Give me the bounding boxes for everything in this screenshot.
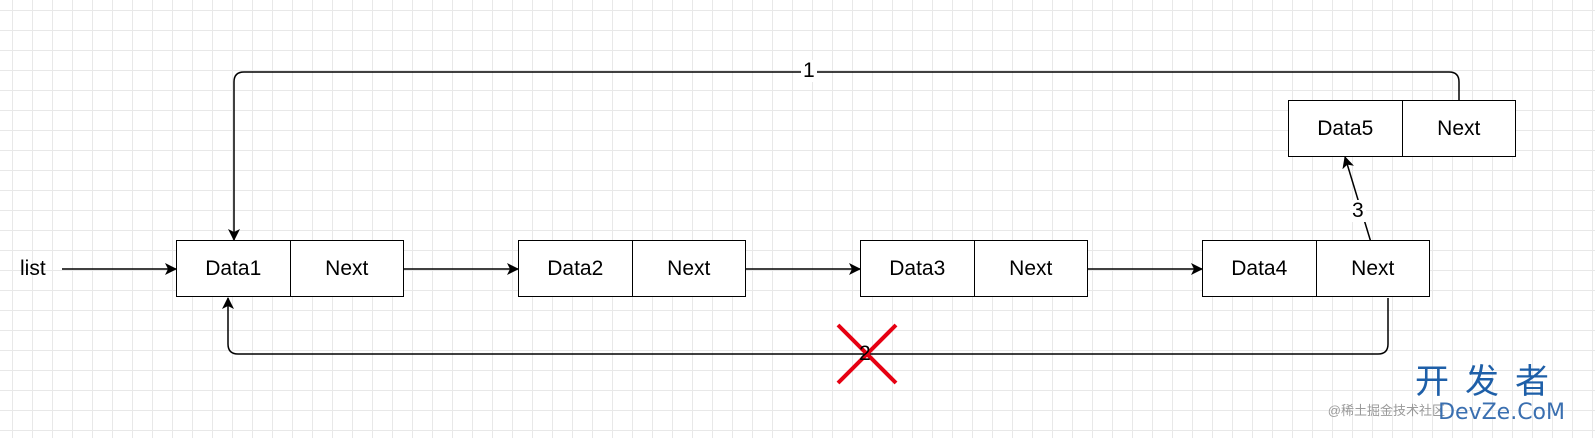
node-data-cell: Data5: [1289, 101, 1403, 156]
node-data2: Data2 Next: [518, 240, 746, 297]
node-data-cell: Data4: [1203, 241, 1317, 296]
list-label: list: [20, 257, 46, 280]
node-data-cell: Data3: [861, 241, 975, 296]
node-next-cell: Next: [1009, 256, 1053, 280]
removed-link-cross-icon: [836, 323, 898, 385]
edge-label-step1: 1: [801, 59, 817, 82]
node-next-cell: Next: [667, 256, 711, 280]
node-next-cell: Next: [1351, 256, 1395, 280]
arrow-node4-to-node1-removed: [222, 297, 1389, 355]
node-data5: Data5 Next: [1288, 100, 1516, 157]
arrow-node5-to-node1: [228, 71, 1460, 241]
node-data1: Data1 Next: [176, 240, 404, 297]
edge-label-step3: 3: [1350, 199, 1366, 222]
node-data3: Data3 Next: [860, 240, 1088, 297]
node-next-cell: Next: [1437, 116, 1481, 140]
watermark: 开发者 DevZe.CoM: [1415, 364, 1565, 426]
node-data-cell: Data2: [519, 241, 633, 296]
watermark-small-text: @稀土掘金技术社区: [1327, 403, 1445, 418]
node-data4: Data4 Next: [1202, 240, 1430, 297]
node-next-cell: Next: [325, 256, 369, 280]
watermark-sub-text: DevZe.CoM: [1438, 400, 1565, 425]
watermark-main-text: 开发者: [1415, 362, 1565, 402]
node-data-cell: Data1: [177, 241, 291, 296]
edge-label-step2: 2: [859, 342, 871, 365]
